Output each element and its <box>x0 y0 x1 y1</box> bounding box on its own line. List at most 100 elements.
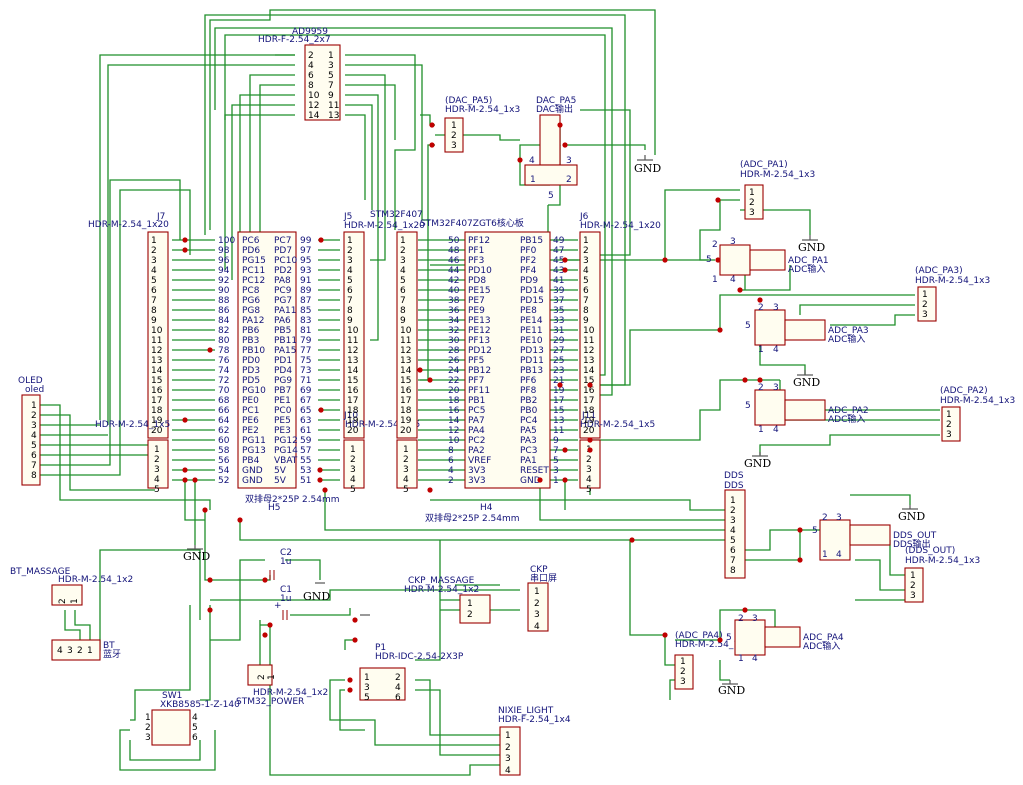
svg-text:HDR-M-2.54_1x2: HDR-M-2.54_1x2 <box>58 575 133 585</box>
pin-number: 56 <box>218 456 230 466</box>
pin-name: PD1 <box>274 356 292 366</box>
pin-name: RESET <box>520 466 549 476</box>
pin-name: GND <box>520 476 541 486</box>
pin-name: GND <box>242 466 263 476</box>
pin-number: 100 <box>218 236 235 246</box>
junction-dot <box>318 237 324 243</box>
pin-label: 5 <box>586 485 592 495</box>
pin-number: 44 <box>448 266 460 276</box>
pin-number: 16 <box>448 406 460 416</box>
svg-text:(ADC_PA4): (ADC_PA4) <box>675 631 723 641</box>
junction-dot <box>417 367 423 373</box>
junction-dot <box>429 142 435 148</box>
bt-module: BT 蓝牙 4 3 2 1 <box>51 639 121 661</box>
pin-label: 10 <box>347 326 359 336</box>
pin-number: 2 <box>448 476 454 486</box>
pin-name: PB15 <box>520 236 543 246</box>
svg-text:HDR-M-2.54_1x3: HDR-M-2.54_1x3 <box>915 276 990 286</box>
svg-text:3: 3 <box>836 513 842 523</box>
pin-label: 1 <box>730 496 736 506</box>
pin-number: 65 <box>300 406 311 416</box>
svg-text:1: 1 <box>364 673 370 683</box>
svg-text:3: 3 <box>145 733 151 743</box>
pin-name: PA11 <box>274 306 296 316</box>
svg-text:1: 1 <box>749 188 755 198</box>
junction-dot <box>207 607 213 613</box>
pin-label: 6 <box>583 286 589 296</box>
svg-text:6: 6 <box>395 693 401 703</box>
pin-label: 4 <box>586 475 592 485</box>
pin-number: 99 <box>300 236 312 246</box>
pin-number: 43 <box>553 266 564 276</box>
pin-label: 5 <box>400 276 406 286</box>
svg-text:5: 5 <box>745 321 751 331</box>
pin-label: 4 <box>583 266 589 276</box>
pin-label: 11 <box>400 336 411 346</box>
pin-number: 81 <box>300 326 311 336</box>
pin-number: 23 <box>553 366 564 376</box>
pin-name: PD3 <box>242 366 260 376</box>
svg-text:(ADC_PA2): (ADC_PA2) <box>940 386 988 396</box>
pin-label: 2 <box>350 455 356 465</box>
pin-label: 9 <box>328 91 334 101</box>
svg-text:2: 2 <box>749 198 755 208</box>
capacitor-c1: + C1 1u <box>274 585 292 620</box>
svg-text:4: 4 <box>730 275 736 285</box>
pin-label: 15 <box>583 376 594 386</box>
pin-label: 8 <box>730 566 736 576</box>
pin-name: PB7 <box>274 386 291 396</box>
svg-text:HDR-M-2.54_1x20: HDR-M-2.54_1x20 <box>344 221 425 231</box>
svg-text:2: 2 <box>712 240 718 250</box>
pin-label: 6 <box>730 546 736 556</box>
pin-label: 3 <box>350 465 356 475</box>
svg-text:4: 4 <box>395 683 401 693</box>
svg-text:2: 2 <box>822 513 828 523</box>
pin-name: PD6 <box>242 246 260 256</box>
pin-name: PE12 <box>468 326 491 336</box>
pin-label: 1 <box>31 401 37 411</box>
pin-label: 2 <box>308 51 314 61</box>
svg-text:1: 1 <box>758 425 764 435</box>
pin-number: 62 <box>218 426 229 436</box>
junction-dot <box>562 447 568 453</box>
svg-text:1: 1 <box>451 121 457 131</box>
pin-label: 7 <box>347 296 353 306</box>
pin-label: 5 <box>403 485 409 495</box>
svg-text:C2: C2 <box>280 548 292 558</box>
svg-text:HDR-M-2.54_1x5: HDR-M-2.54_1x5 <box>580 420 655 430</box>
pin-label: 13 <box>328 111 339 121</box>
pin-label: 6 <box>151 286 157 296</box>
pin-number: 71 <box>300 376 311 386</box>
pin-label: 4 <box>31 431 37 441</box>
svg-text:(DDS_OUT): (DDS_OUT) <box>905 546 955 556</box>
pin-label: 15 <box>400 376 411 386</box>
svg-text:STM32F407ZGT6核心板: STM32F407ZGT6核心板 <box>420 217 524 229</box>
pin-number: 87 <box>300 296 311 306</box>
pin-label: 5 <box>31 441 37 451</box>
pin-number: 77 <box>300 346 311 356</box>
gnd-symbol-dds: GND <box>898 505 925 523</box>
svg-text:1u: 1u <box>280 557 291 567</box>
pin-number: 61 <box>300 426 311 436</box>
pin-label: 18 <box>151 406 163 416</box>
svg-text:2: 2 <box>467 610 473 620</box>
junction-dot <box>182 417 188 423</box>
junction-dot <box>262 577 268 583</box>
pin-label: 4 <box>151 266 157 276</box>
pin-number: 90 <box>218 286 230 296</box>
pin-label: 7 <box>328 81 334 91</box>
pin-number: 94 <box>218 266 230 276</box>
junction-dot <box>537 477 543 483</box>
pin-number: 12 <box>448 426 459 436</box>
pin-label: 4 <box>403 475 409 485</box>
svg-text:P1: P1 <box>375 643 386 653</box>
svg-text:1: 1 <box>758 345 764 355</box>
pin-name: PB6 <box>242 326 260 336</box>
pin-number: 36 <box>448 306 460 316</box>
svg-text:OLED: OLED <box>18 376 43 386</box>
pin-label: 9 <box>583 316 589 326</box>
pin-label: 19 <box>347 416 359 426</box>
sw1-switch: SW1 XKB8585-1-Z-140 1 4 2 5 3 6 <box>145 691 240 746</box>
pin-name: 5V <box>274 476 287 486</box>
